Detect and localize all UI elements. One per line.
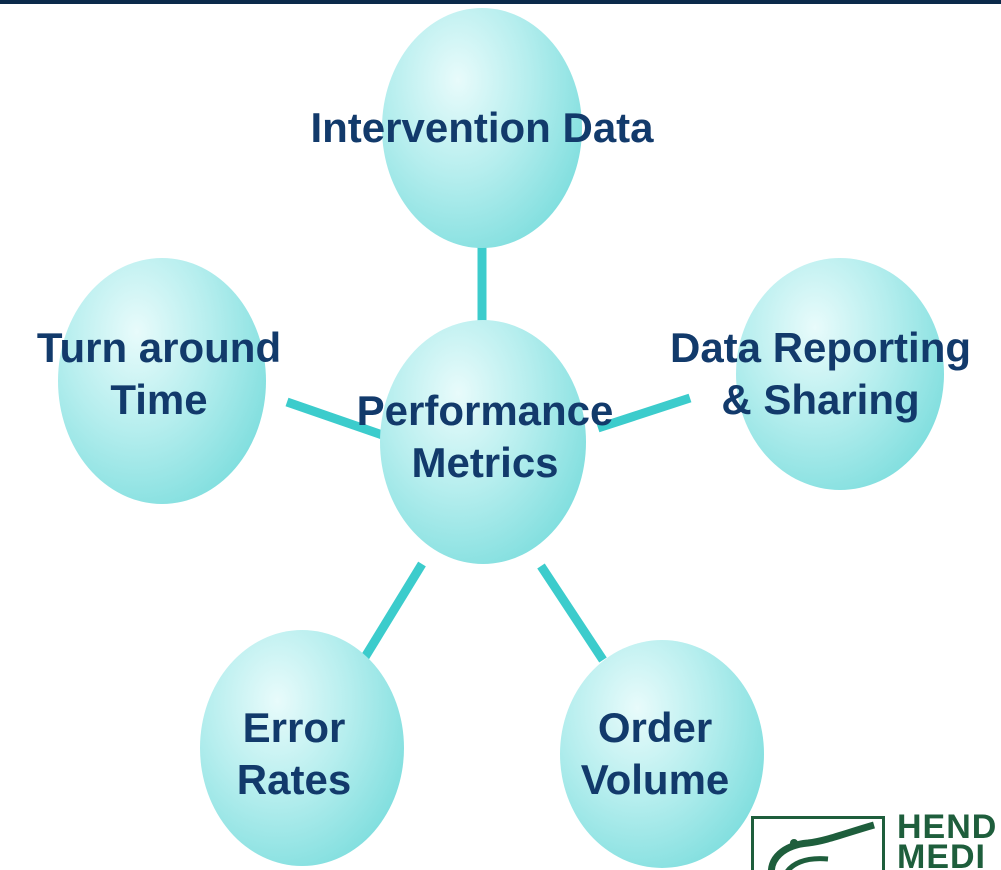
- node-intervention-data: [382, 8, 582, 248]
- label-order-volume: Order Volume: [555, 702, 755, 806]
- label-order-line1: Order: [597, 704, 713, 751]
- label-performance-line2: Metrics: [411, 439, 559, 486]
- node-order-volume: [560, 640, 764, 868]
- label-error-line1: Error: [242, 704, 346, 751]
- connector-bottom-right: [537, 563, 607, 663]
- label-intervention-data-line1: Intervention Data: [310, 104, 654, 151]
- hospital-logo: HEND MEDI: [747, 810, 1001, 870]
- label-error-rates: Error Rates: [194, 702, 394, 806]
- label-data-reporting-line1: Data Reporting: [669, 324, 971, 371]
- node-performance-metrics: [380, 320, 586, 564]
- connector-bottom-left: [358, 561, 426, 665]
- label-intervention-data: Intervention Data: [232, 102, 732, 154]
- heron-logo-icon: [751, 816, 885, 870]
- connector-right: [596, 393, 692, 433]
- label-performance-line1: Performance: [356, 387, 614, 434]
- label-error-line2: Rates: [236, 756, 352, 803]
- connector-left: [285, 397, 390, 442]
- label-turn-around-line2: Time: [110, 376, 208, 423]
- label-turn-around-line1: Turn around: [36, 324, 282, 371]
- label-order-line2: Volume: [580, 756, 730, 803]
- top-rule: [0, 0, 1001, 4]
- label-data-reporting-line2: & Sharing: [721, 376, 920, 423]
- logo-text: HEND MEDI: [897, 810, 998, 870]
- node-turn-around-time: [58, 258, 266, 504]
- logo-text-line2: MEDI: [897, 838, 986, 870]
- logo-text-line1: HEND: [897, 810, 998, 846]
- node-data-reporting-sharing: [736, 258, 944, 490]
- label-performance-metrics: Performance Metrics: [318, 385, 652, 489]
- label-data-reporting-sharing: Data Reporting & Sharing: [640, 322, 1001, 426]
- label-turn-around-time: Turn around Time: [0, 322, 318, 426]
- node-error-rates: [200, 630, 404, 866]
